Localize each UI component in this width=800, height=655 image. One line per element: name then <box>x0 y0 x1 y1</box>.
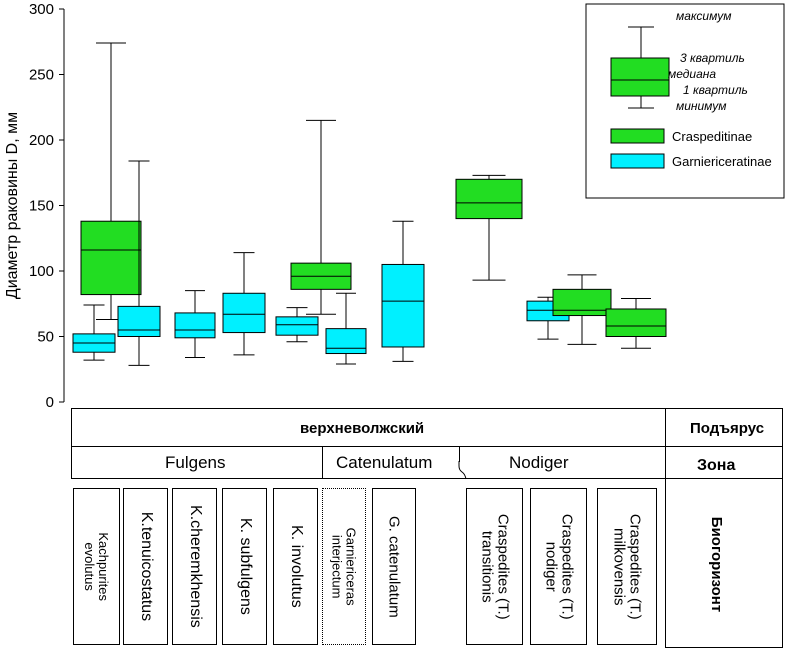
biohorizon-label: Craspedites (T.)transitionis <box>478 513 512 620</box>
biohorizon-label-line: nodiger <box>542 541 560 592</box>
biohorizon-label-line: K.cheremkhensis <box>186 505 204 628</box>
box-4-iqr-box <box>174 312 216 339</box>
y-tick-label-300: 300 <box>29 1 54 18</box>
box-9-iqr-box <box>381 263 425 348</box>
y-tick-label-150: 150 <box>29 198 54 215</box>
biohorizon-label: K. involutus <box>287 525 305 608</box>
box-12-iqr-box <box>552 288 612 317</box>
legend-label-q1: 1 квартиль <box>683 83 748 97</box>
biohorizon-cell: K.cheremkhensis <box>172 488 217 645</box>
legend-label-maximum: максимум <box>676 9 731 23</box>
biohorizon-cell: Craspedites (T.)milkovensis <box>597 488 657 645</box>
legend-label-minimum: минимум <box>676 99 727 113</box>
legend-label-garniericeratinae: Garniericeratinae <box>672 154 772 169</box>
box-3-iqr-box <box>117 305 161 337</box>
zone-header: Зона <box>697 457 736 474</box>
box-5-iqr-box <box>222 292 266 334</box>
biohorizon-label-line: K. subfulgens <box>236 518 254 615</box>
box-7-iqr-box <box>275 316 319 336</box>
biohorizon-cell: K.tenuicostatus <box>123 488 168 645</box>
box-8-iqr-box <box>325 328 367 355</box>
biohorizon-cell: Craspedites (T.)transitionis <box>466 488 523 645</box>
legend-label-median: медиана <box>668 67 716 81</box>
legend-label-craspeditinae: Craspeditinae <box>672 129 752 144</box>
biohorizon-label-line: Garniericeras <box>343 527 359 606</box>
y-tick-label-250: 250 <box>29 67 54 84</box>
zone-boundary-mark <box>458 461 467 480</box>
biohorizon-cell: K. involutus <box>273 488 318 645</box>
biohorizon-label-line: Craspedites (T.) <box>626 513 644 620</box>
y-tick-label-100: 100 <box>29 263 54 280</box>
biohorizon-cell: Craspedites (T.)nodiger <box>530 488 587 645</box>
biohorizon-label-line: K.tenuicostatus <box>137 511 155 622</box>
zone-nodiger: Nodiger <box>509 453 569 472</box>
zone-catenulatum: Catenulatum <box>336 453 433 472</box>
biohorizon-label: G. catenulatum <box>385 515 403 618</box>
box-13-iqr-box <box>605 308 667 337</box>
legend-swatch-garniericeratinae <box>610 153 665 169</box>
y-axis-label: Диаметр раковины D, мм <box>4 112 21 299</box>
biohorizon-label-line: K. involutus <box>287 525 305 608</box>
biohorizon-label-line: evolutus <box>82 542 98 591</box>
y-tick-label-0: 0 <box>46 394 54 411</box>
biohorizon-label: Craspedites (T.)nodiger <box>542 513 576 620</box>
biohorizon-label: K.tenuicostatus <box>137 511 155 622</box>
biohorizon-label-line: G. catenulatum <box>385 515 403 618</box>
box-10-iqr-box <box>455 178 523 220</box>
y-tick-label-50: 50 <box>37 329 54 346</box>
biohorizon-label-line: transitionis <box>478 530 496 603</box>
biohorizon-label-line: Kachpurites <box>96 532 112 601</box>
zone-fulgens: Fulgens <box>165 453 226 472</box>
y-tick-label-200: 200 <box>29 132 54 149</box>
legend-label-q3: 3 квартиль <box>680 51 745 65</box>
legend-swatch-craspeditinae <box>610 128 665 144</box>
biohorizon-label-line: interjectum <box>330 534 345 599</box>
biohorizon-label-line: Craspedites (T.) <box>494 513 512 620</box>
legend-sample-box <box>610 57 670 97</box>
biohorizon-header: Биогоризонт <box>708 516 726 613</box>
box-2-iqr-box <box>80 220 142 296</box>
biohorizon-label: K. subfulgens <box>236 518 254 615</box>
substage-header: Подъярус <box>690 420 765 437</box>
biohorizon-label: Craspedites (T.)milkovensis <box>611 513 644 620</box>
biohorizon-label-line: Craspedites (T.) <box>558 513 576 620</box>
biohorizon-cell: G. catenulatum <box>372 488 416 645</box>
biohorizon-label: K.cheremkhensis <box>186 505 204 628</box>
biohorizon-cell: K. subfulgens <box>222 488 267 645</box>
biohorizon-label-line: milkovensis <box>611 527 628 606</box>
substage-name: верхневолжский <box>300 420 425 437</box>
